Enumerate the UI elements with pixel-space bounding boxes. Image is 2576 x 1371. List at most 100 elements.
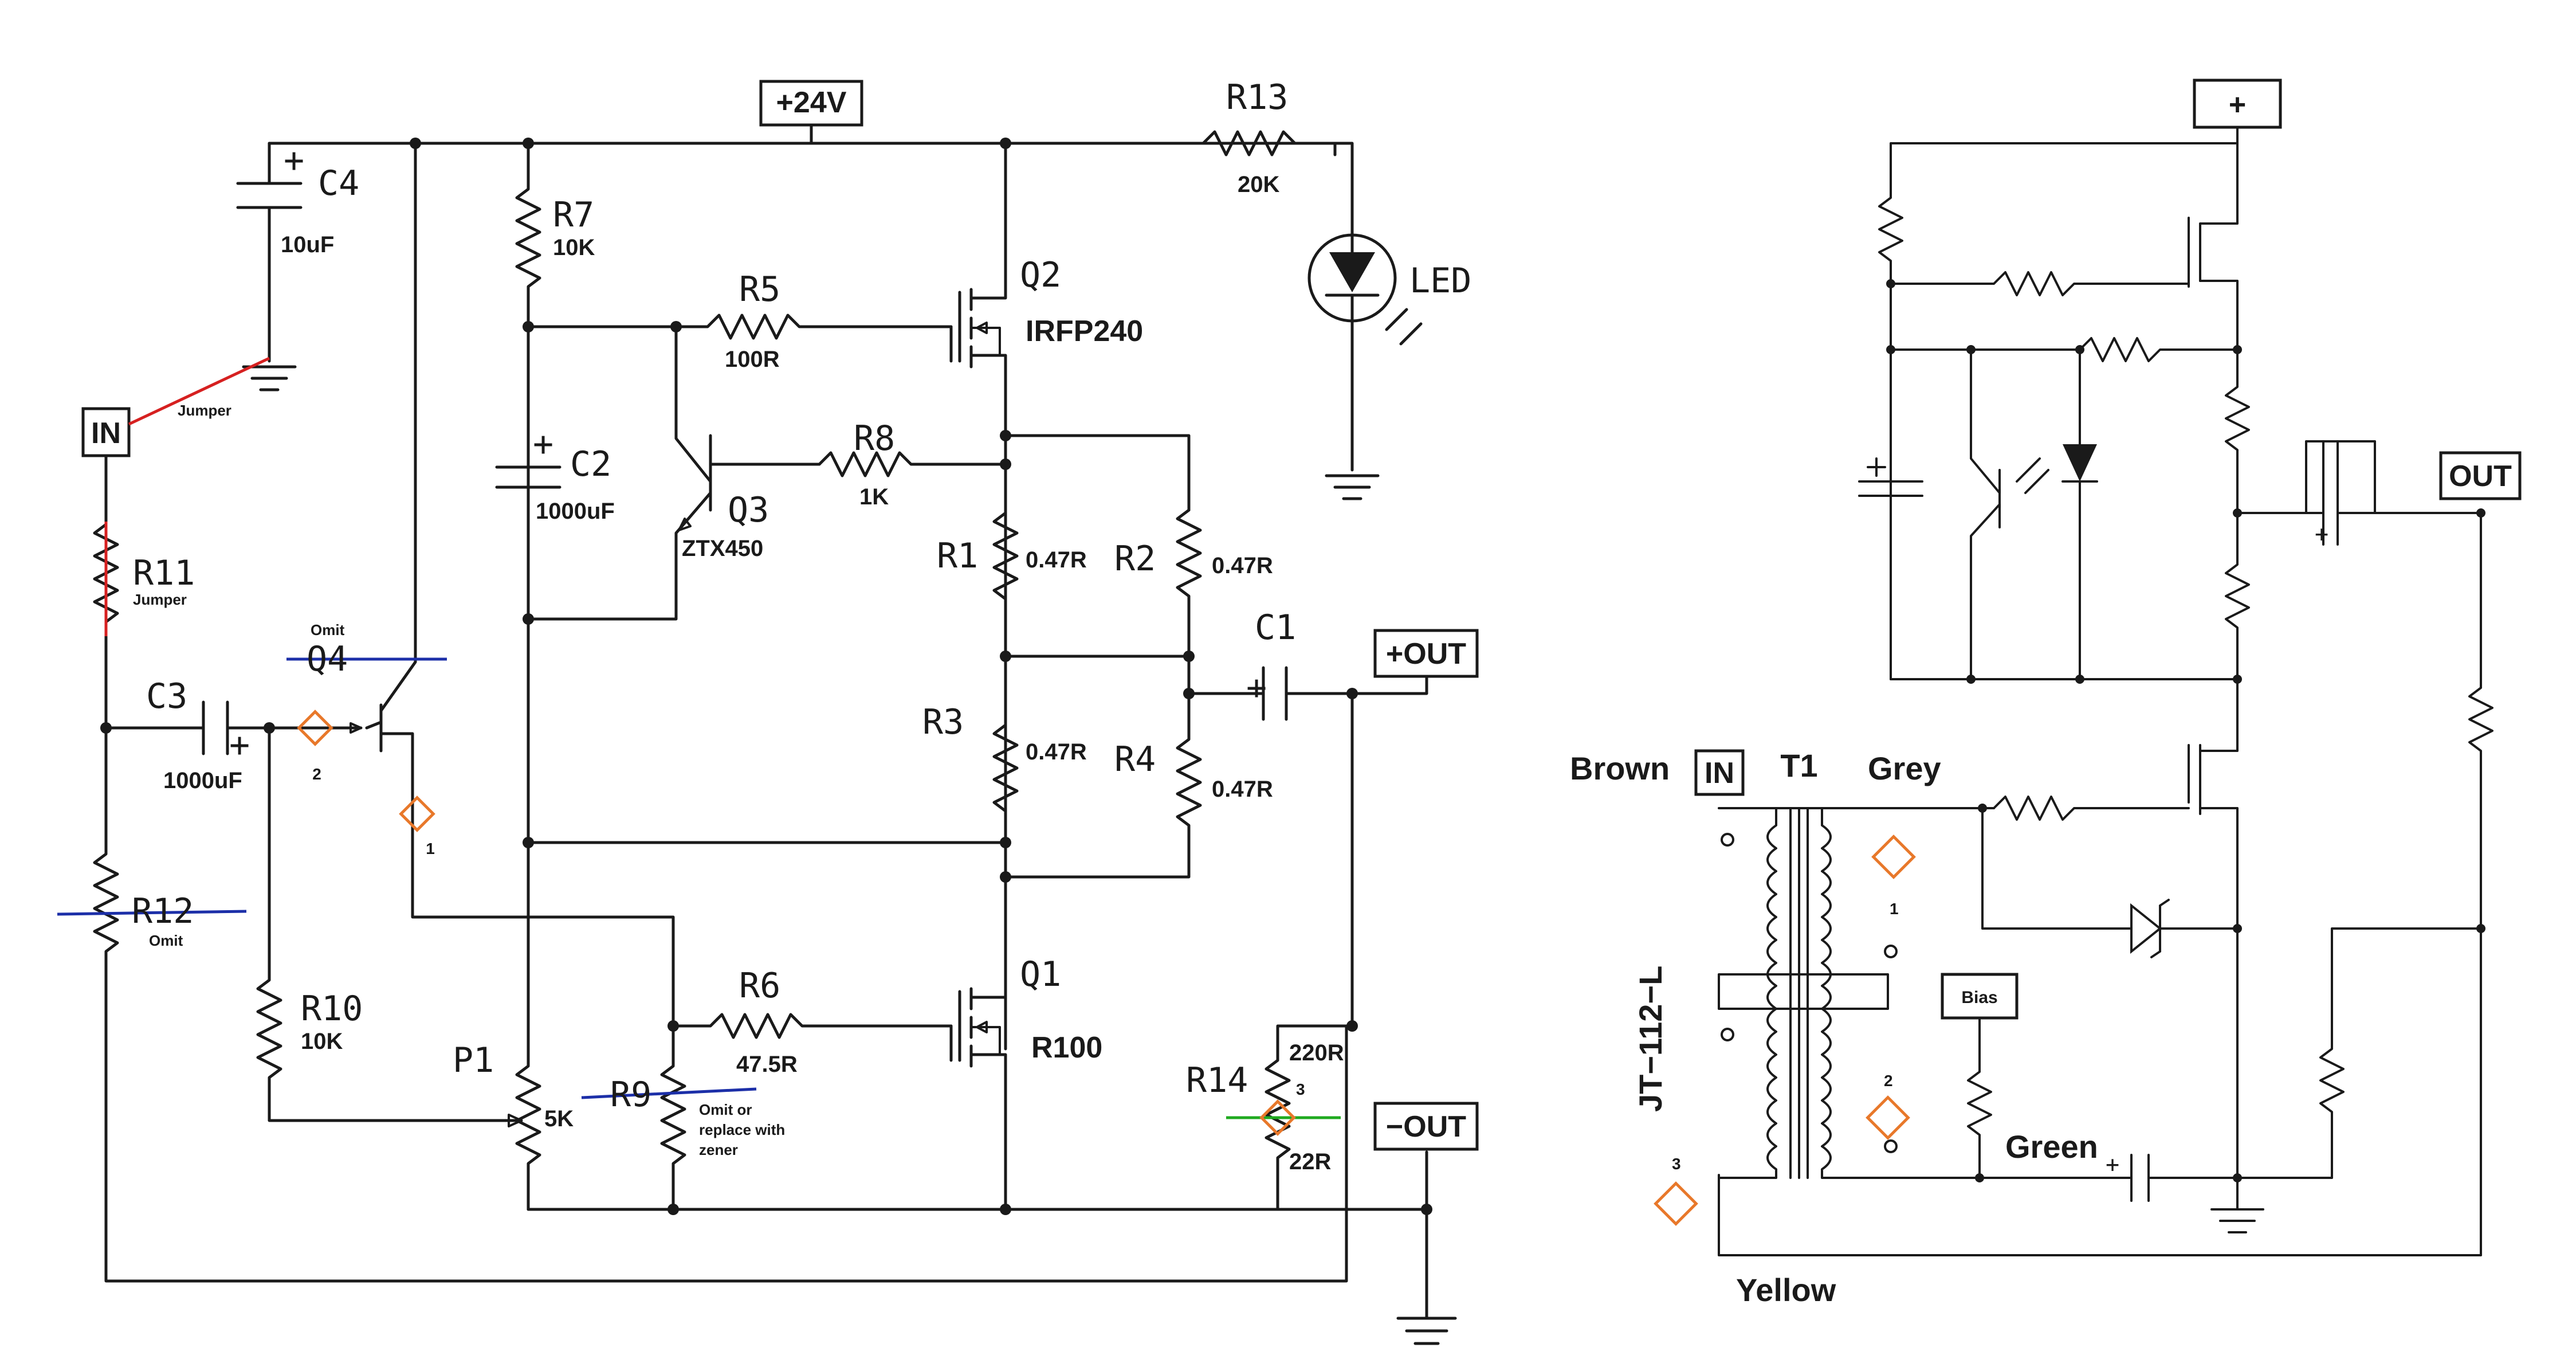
resistor-r12: R12 Omit: [57, 726, 1348, 1283]
out-neg-label: −OUT: [1386, 1110, 1466, 1143]
c2-ref: C2: [570, 444, 611, 484]
r14-ref: R14: [1186, 1060, 1248, 1100]
q1-ref: Q1: [1020, 954, 1061, 994]
right-in-label: IN: [1705, 757, 1734, 790]
left-marker-3: 3: [1296, 1080, 1305, 1098]
mosfet-q2: Q2 IRFP240: [949, 138, 1143, 1051]
left-marker-2: 2: [312, 765, 321, 783]
r2-value: 0.47R: [1212, 553, 1273, 578]
right-marker-2: 2: [1884, 1072, 1893, 1090]
q2-value: IRFP240: [1026, 315, 1143, 348]
input-terminal: IN Jumper: [81, 357, 270, 457]
supply-label: +24V: [776, 86, 847, 119]
q2-ref: Q2: [1020, 255, 1061, 295]
c1-ref: C1: [1255, 608, 1296, 648]
p1-value: 5K: [544, 1106, 574, 1131]
right-out-label: OUT: [2449, 460, 2512, 493]
r7-ref: R7: [553, 195, 594, 235]
r12-ref: R12: [132, 891, 194, 931]
q4-note: Omit: [311, 621, 345, 639]
green-cap-plus: +: [2106, 1151, 2119, 1178]
capacitor-c4: + C4 10uF: [236, 140, 359, 391]
left-schematic: +24V + C4 10uF IN Jumper R11 Jumper: [57, 77, 1479, 1345]
capacitor-c2: + C2 1000uF: [495, 424, 615, 844]
resistor-r8: R8 1K: [818, 418, 1011, 510]
p1-ref: P1: [453, 1040, 494, 1080]
right-schematic: + + OUT: [1570, 79, 2522, 1308]
q1-value: R100: [1031, 1031, 1102, 1064]
r8-value: 1K: [859, 484, 889, 510]
wire-brown: Brown: [1570, 750, 1670, 786]
r9-note-line1: Omit or: [699, 1101, 752, 1118]
c4-ref: C4: [318, 163, 359, 203]
led: LED: [1307, 233, 1471, 500]
r10-value: 10K: [301, 1029, 343, 1054]
resistor-r6: R6 47.5R: [667, 966, 953, 1077]
capacitor-c3: C3 + 1000uF: [100, 676, 275, 793]
r4-ref: R4: [1114, 739, 1156, 779]
in-label: IN: [91, 417, 121, 450]
resistor-r10: R10 10K: [256, 726, 506, 1122]
left-marker-1: 1: [426, 840, 435, 857]
c1-plus: +: [1246, 668, 1267, 708]
r3-ref: R3: [922, 702, 964, 742]
wire-green: Green: [2005, 1129, 2098, 1165]
r5-ref: R5: [739, 269, 780, 310]
resistor-r11: R11 Jumper: [93, 454, 195, 730]
r6-ref: R6: [739, 966, 780, 1006]
r14-value-bottom: 22R: [1289, 1149, 1331, 1174]
right-plus-label: +: [2229, 88, 2246, 122]
transformer-t1: T1 JT−112−L: [1632, 747, 1984, 1179]
right-cap-plus: +: [2315, 521, 2328, 547]
q4-ref: Q4: [307, 639, 348, 679]
r8-ref: R8: [854, 418, 895, 459]
out-pos-label: +OUT: [1386, 637, 1466, 671]
r1-ref: R1: [937, 536, 978, 576]
c4-value: 10uF: [281, 232, 334, 257]
jumper-note: Jumper: [178, 402, 231, 419]
r10-ref: R10: [301, 989, 363, 1029]
r9-note-line2: replace with: [699, 1121, 785, 1138]
capacitor-c1: + C1 +OUT: [1183, 608, 1479, 721]
transistor-q4: Omit Q4 2 1: [268, 138, 675, 1028]
resistor-r9: R9 Omit or replace with zener: [581, 1024, 785, 1211]
resistor-r5: R5 100R: [523, 269, 953, 372]
t1-part: JT−112−L: [1632, 966, 1668, 1112]
q3-value: ZTX450: [682, 536, 763, 561]
right-marker-1: 1: [1890, 900, 1899, 918]
c2-value: 1000uF: [536, 499, 615, 524]
c3-ref: C3: [146, 676, 187, 716]
emitter-resistor-network: R1 0.47R R2 0.47R R3 0.47R R4 0.47R: [523, 430, 1273, 883]
r11-note: Jumper: [133, 591, 187, 608]
bottom-rail: −OUT: [527, 1102, 1479, 1345]
t1-ref: T1: [1780, 747, 1817, 784]
q3-ref: Q3: [728, 490, 769, 530]
resistor-r13: R13 20K: [1201, 77, 1354, 242]
c4-plus: +: [284, 140, 304, 181]
r14-value-top: 220R: [1289, 1040, 1344, 1066]
bias-label: Bias: [1961, 988, 1997, 1007]
wire-yellow: Yellow: [1736, 1272, 1836, 1308]
r12-note: Omit: [149, 932, 183, 949]
right-marker-3: 3: [1672, 1155, 1681, 1173]
c3-plus: +: [229, 725, 250, 765]
c3-value: 1000uF: [163, 768, 242, 793]
r13-value: 20K: [1238, 172, 1279, 197]
r4-value: 0.47R: [1212, 777, 1273, 802]
r9-ref: R9: [610, 1075, 651, 1115]
wire-grey: Grey: [1868, 750, 1941, 786]
r2-ref: R2: [1114, 539, 1156, 579]
r7-value: 10K: [553, 235, 595, 260]
resistor-r7: R7 10K: [515, 138, 595, 621]
r6-value: 47.5R: [736, 1052, 798, 1077]
c2-plus: +: [533, 424, 553, 464]
r9-note-line3: zener: [699, 1141, 738, 1158]
potentiometer-p1: P1 5K: [453, 841, 574, 1211]
resistor-r14: R14 220R 3 22R: [1186, 692, 1358, 1211]
supply-rail: +24V: [268, 80, 1337, 156]
r13-ref: R13: [1226, 77, 1288, 117]
r3-value: 0.47R: [1026, 739, 1087, 765]
r1-value: 0.47R: [1026, 547, 1087, 573]
